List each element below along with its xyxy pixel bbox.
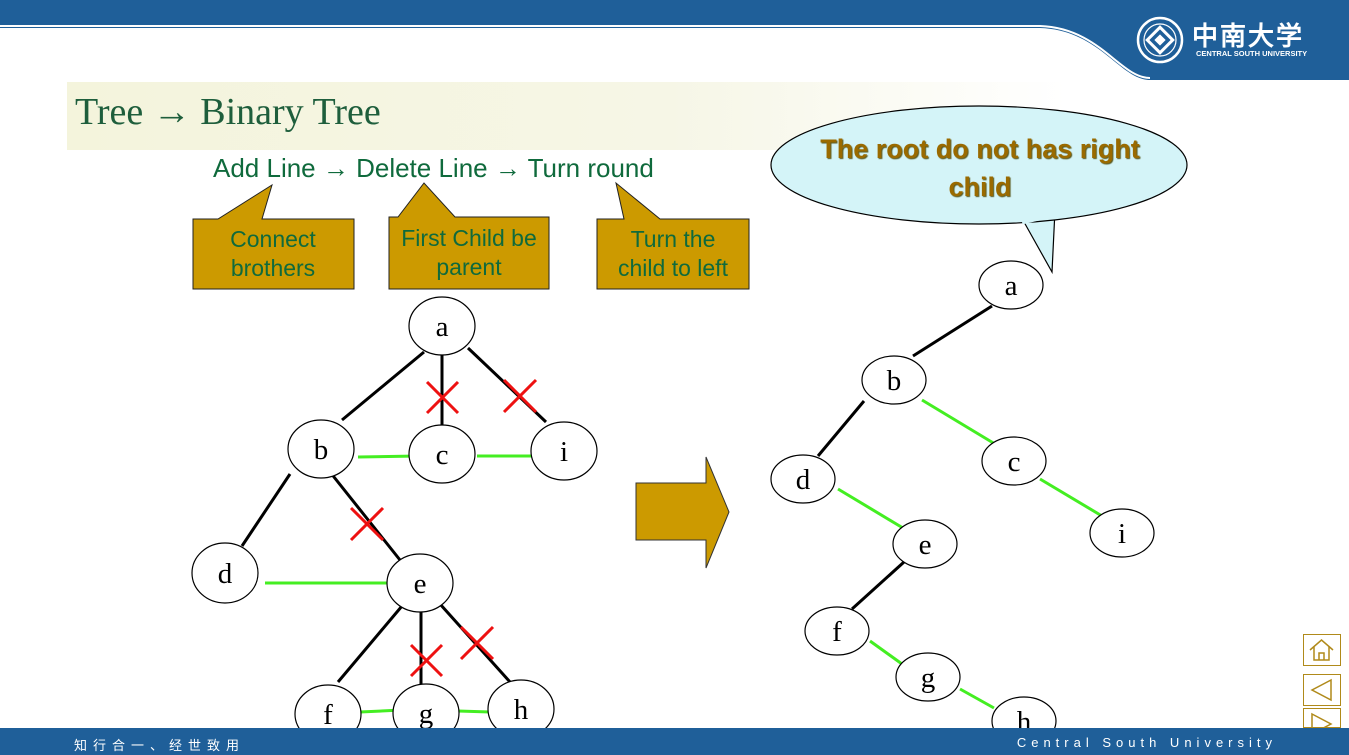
left-label-i: i bbox=[560, 436, 568, 468]
redge-d-e bbox=[837, 487, 904, 530]
right-node-b bbox=[861, 355, 927, 405]
edge-b-d bbox=[240, 473, 292, 547]
speech-bubble-text: The root do not has right child bbox=[820, 134, 1140, 202]
callout-connect-brothers-text: Connect brothers bbox=[230, 226, 316, 281]
right-label-f: f bbox=[832, 616, 842, 648]
left-node-e bbox=[386, 553, 454, 613]
callout-first-child bbox=[388, 182, 550, 290]
delete-mark-a-i bbox=[502, 378, 538, 414]
steps-line: Add Line → Delete Line → Turn round bbox=[213, 153, 654, 183]
callout-turn-child-text: Turn the child to left bbox=[618, 226, 728, 281]
right-tree-edges bbox=[816, 304, 1103, 710]
university-seal-icon bbox=[1136, 16, 1184, 64]
redge-g-h bbox=[959, 687, 995, 710]
edge-e-f bbox=[336, 605, 404, 683]
triangle-right-icon bbox=[1311, 712, 1333, 727]
right-node-f bbox=[804, 606, 870, 656]
left-tree-labels: a b c i d e f g h bbox=[218, 311, 568, 731]
right-node-d bbox=[770, 454, 836, 504]
right-node-e bbox=[892, 519, 958, 569]
redge-c-i bbox=[1039, 477, 1103, 518]
right-label-i: i bbox=[1118, 518, 1126, 550]
home-button[interactable] bbox=[1303, 634, 1341, 666]
right-node-g bbox=[895, 652, 961, 702]
footer-university: Central South University bbox=[1016, 735, 1277, 750]
brother-b-c bbox=[357, 454, 419, 459]
transform-arrow-icon bbox=[635, 456, 730, 569]
delete-marks bbox=[349, 378, 538, 678]
left-label-d: d bbox=[218, 558, 233, 590]
right-label-e: e bbox=[919, 529, 932, 561]
left-label-f: f bbox=[323, 699, 333, 731]
slide-title: Tree → Binary Tree bbox=[75, 91, 381, 133]
next-button[interactable] bbox=[1303, 708, 1341, 728]
right-node-a bbox=[978, 260, 1044, 310]
header-band bbox=[0, 0, 1349, 80]
delete-mark-e-h bbox=[459, 625, 495, 661]
right-node-i bbox=[1089, 508, 1155, 558]
edge-a-b bbox=[341, 350, 425, 422]
left-node-d bbox=[191, 542, 259, 604]
edge-b-e bbox=[328, 471, 402, 561]
speech-bubble bbox=[770, 105, 1188, 275]
previous-button[interactable] bbox=[1303, 674, 1341, 706]
callout-turn-child bbox=[596, 181, 750, 290]
delete-mark-e-g bbox=[409, 643, 444, 678]
left-label-e: e bbox=[414, 568, 427, 600]
right-label-a: a bbox=[1005, 270, 1018, 302]
delete-mark-b-e bbox=[349, 506, 385, 542]
redge-f-g bbox=[869, 639, 903, 666]
left-label-g: g bbox=[419, 698, 434, 730]
left-label-c: c bbox=[436, 439, 449, 471]
redge-a-b bbox=[912, 304, 993, 358]
left-label-a: a bbox=[436, 311, 449, 343]
footer-motto: 知行合一、经世致用 bbox=[74, 738, 246, 753]
brother-g-h bbox=[457, 709, 491, 714]
left-node-c bbox=[408, 424, 476, 484]
home-icon bbox=[1309, 639, 1334, 661]
right-label-d: d bbox=[796, 464, 811, 496]
right-tree-nodes bbox=[770, 260, 1155, 746]
redge-b-d bbox=[816, 400, 866, 457]
right-tree-labels: a b c d e i f g h bbox=[796, 270, 1126, 738]
redge-e-f bbox=[850, 560, 906, 611]
footer-bar bbox=[0, 728, 1349, 755]
left-tree-edges bbox=[240, 346, 548, 714]
delete-mark-a-c bbox=[425, 380, 460, 415]
redge-b-c bbox=[921, 398, 996, 446]
left-node-b bbox=[287, 419, 355, 479]
university-logo: 中南大学 CENTRAL SOUTH UNIVERSITY bbox=[1134, 14, 1334, 66]
triangle-left-icon bbox=[1310, 678, 1332, 702]
callout-first-child-text: First Child be parent bbox=[401, 225, 537, 280]
callout-connect-brothers bbox=[192, 183, 355, 290]
logo-english-name: CENTRAL SOUTH UNIVERSITY bbox=[1196, 49, 1308, 58]
right-node-c bbox=[981, 436, 1047, 486]
left-node-i bbox=[530, 421, 598, 481]
left-node-a bbox=[408, 296, 476, 356]
left-label-b: b bbox=[314, 434, 329, 466]
left-label-h: h bbox=[514, 694, 529, 726]
right-label-g: g bbox=[921, 662, 936, 694]
logo-chinese-name: 中南大学 bbox=[1192, 22, 1305, 52]
left-tree-nodes bbox=[191, 296, 598, 744]
right-label-c: c bbox=[1008, 446, 1021, 478]
right-label-b: b bbox=[887, 365, 902, 397]
